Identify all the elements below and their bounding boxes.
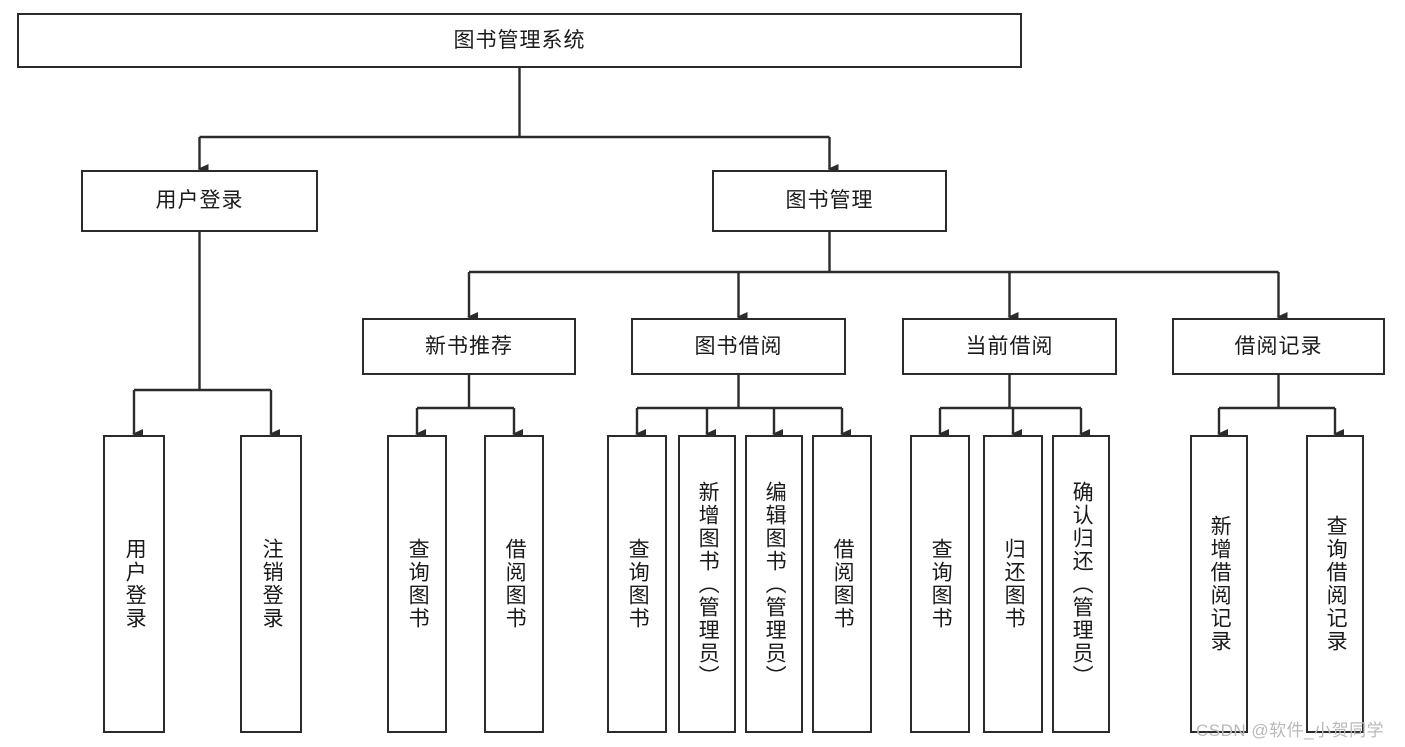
node-label: 借阅图书 (503, 538, 527, 630)
node-level3-0[interactable]: 新书推荐 (362, 318, 576, 375)
node-label: 用户登录 (123, 538, 147, 630)
node-label: 图书管理系统 (453, 28, 586, 52)
node-leaf-10[interactable]: 确认归还（管理员） (1052, 435, 1110, 733)
node-label: 新增图书（管理员） (696, 480, 720, 688)
node-leaf-1[interactable]: 注销登录 (240, 435, 302, 733)
node-leaf-6[interactable]: 编辑图书（管理员） (745, 435, 803, 733)
node-leaf-4[interactable]: 查询图书 (607, 435, 667, 733)
node-leaf-7[interactable]: 借阅图书 (812, 435, 872, 733)
node-leaf-8[interactable]: 查询图书 (910, 435, 970, 733)
node-leaf-9[interactable]: 归还图书 (983, 435, 1043, 733)
node-leaf-11[interactable]: 新增借阅记录 (1190, 435, 1248, 733)
node-label: 查询借阅记录 (1324, 515, 1348, 653)
node-leaf-2[interactable]: 查询图书 (387, 435, 447, 733)
node-level3-2[interactable]: 当前借阅 (902, 318, 1117, 375)
node-label: 当前借阅 (965, 334, 1054, 358)
node-label: 编辑图书（管理员） (763, 480, 787, 688)
node-label: 归还图书 (1002, 538, 1026, 630)
node-label: 新书推荐 (425, 334, 513, 358)
node-label: 查询图书 (626, 538, 650, 630)
node-label: 查询图书 (406, 538, 430, 630)
node-leaf-12[interactable]: 查询借阅记录 (1306, 435, 1364, 733)
node-label: 查询图书 (929, 538, 953, 630)
node-label: 用户登录 (155, 189, 244, 213)
node-leaf-5[interactable]: 新增图书（管理员） (678, 435, 736, 733)
node-level2-0[interactable]: 用户登录 (81, 170, 318, 232)
node-level2-1[interactable]: 图书管理 (712, 170, 947, 232)
node-level3-3[interactable]: 借阅记录 (1172, 318, 1385, 375)
node-leaf-0[interactable]: 用户登录 (103, 435, 165, 733)
node-label: 借阅图书 (831, 538, 855, 630)
node-label: 确认归还（管理员） (1070, 480, 1094, 688)
node-label: 图书借阅 (694, 334, 783, 358)
node-label: 注销登录 (260, 538, 284, 630)
node-root-system[interactable]: 图书管理系统 (17, 13, 1022, 68)
node-leaf-3[interactable]: 借阅图书 (484, 435, 544, 733)
node-label: 图书管理 (785, 189, 874, 213)
node-level3-1[interactable]: 图书借阅 (631, 318, 846, 375)
node-label: 借阅记录 (1234, 334, 1323, 358)
node-label: 新增借阅记录 (1208, 515, 1232, 653)
